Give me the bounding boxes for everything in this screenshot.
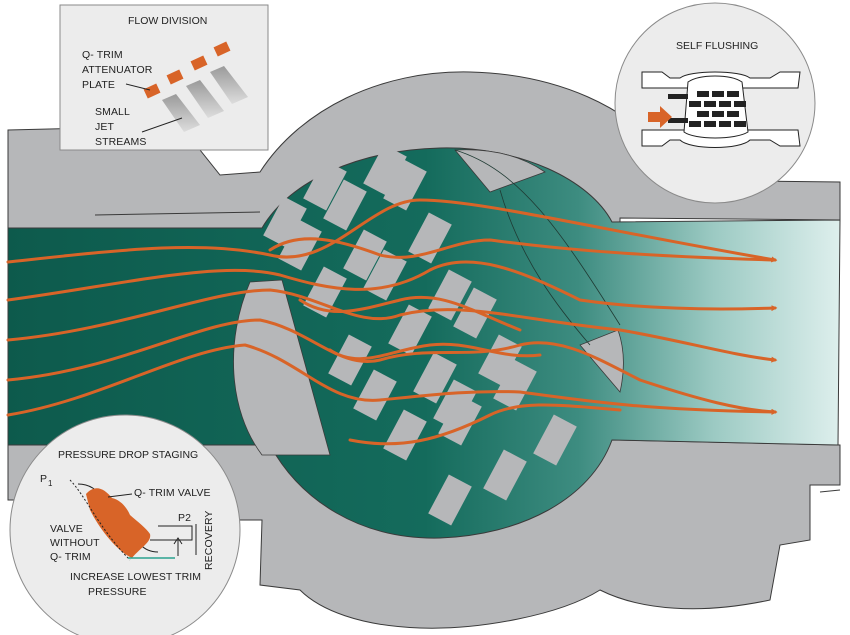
- attenuator-plates: [143, 41, 231, 99]
- trim-slot: [303, 159, 347, 211]
- flushing-cage-diagram: [641, 71, 801, 148]
- attenuator-label-2: ATTENUATOR: [82, 64, 153, 76]
- without-label-1: VALVE: [50, 523, 83, 535]
- flow-division-panel: [59, 4, 269, 151]
- pressure-drop-callout: PRESSURE DROP STAGING P 1 Q- TRIM VALVE …: [9, 414, 241, 635]
- trim-cage-segments: [233, 149, 624, 456]
- flow-stream: [298, 295, 522, 332]
- trim-slot: [303, 266, 347, 318]
- trim-slot: [323, 179, 367, 231]
- trim-slot: [413, 352, 457, 404]
- p1-label: P: [40, 473, 47, 485]
- increase-label-1: INCREASE LOWEST TRIM: [70, 571, 201, 583]
- jet-label-1: SMALL: [95, 106, 130, 118]
- flow-stream: [348, 403, 622, 446]
- flow-division-callout: FLOW DIVISION Q- TRIM ATTENUATOR PLATE S…: [59, 4, 269, 151]
- pressure-drop-title: PRESSURE DROP STAGING: [58, 449, 198, 461]
- flow-stream: [6, 318, 778, 415]
- trim-slot: [483, 449, 527, 501]
- flow-stream: [6, 198, 778, 264]
- trim-slot: [383, 159, 427, 211]
- recovery-label: RECOVERY: [203, 510, 215, 570]
- without-label-2: WITHOUT: [50, 537, 100, 549]
- trim-slot: [533, 414, 577, 466]
- flow-stream: [328, 342, 542, 361]
- trim-slot: [428, 474, 472, 526]
- self-flushing-title: SELF FLUSHING: [676, 40, 758, 52]
- trim-slot: [388, 304, 432, 356]
- trim-slot: [453, 287, 497, 339]
- flow-passage: [7, 147, 841, 539]
- pressure-drop-area: [86, 488, 151, 558]
- trim-slot: [428, 269, 472, 321]
- flow-stream: [6, 260, 778, 312]
- self-flushing-callout: SELF FLUSHING: [614, 2, 816, 204]
- flow-division-title: FLOW DIVISION: [128, 15, 207, 27]
- jet-stream-cones: [162, 66, 248, 132]
- p2-label: P2: [178, 512, 191, 524]
- flow-stream: [6, 288, 778, 363]
- increase-label-2: PRESSURE: [88, 586, 147, 598]
- flow-stream: [268, 237, 777, 262]
- p1-subscript: 1: [48, 479, 53, 488]
- qtrim-valve-label: Q- TRIM VALVE: [134, 487, 211, 499]
- jet-label-2: JET: [95, 121, 114, 133]
- flow-streams: [6, 198, 778, 446]
- attenuator-label-1: Q- TRIM: [82, 49, 123, 61]
- trim-slot: [383, 409, 427, 461]
- flush-direction-arrow: [648, 106, 672, 128]
- attenuator-label-3: PLATE: [82, 79, 115, 91]
- without-label-3: Q- TRIM: [50, 551, 91, 563]
- trim-slot: [408, 212, 452, 264]
- trim-slot: [353, 369, 397, 421]
- trim-slot: [493, 359, 537, 411]
- jet-label-3: STREAMS: [95, 136, 146, 148]
- trim-slot: [363, 144, 407, 196]
- flow-stream: [6, 343, 778, 417]
- trim-slots: [263, 144, 577, 526]
- trim-slot: [343, 229, 387, 281]
- trim-slot: [263, 196, 307, 248]
